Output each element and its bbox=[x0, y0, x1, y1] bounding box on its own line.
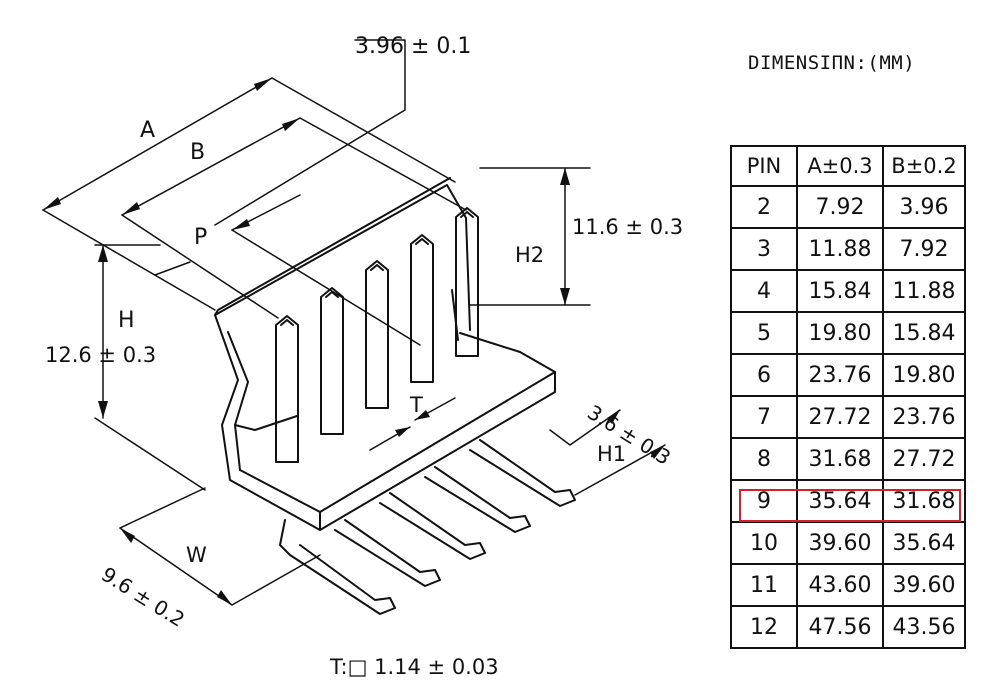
dimension-p-label: P bbox=[194, 225, 208, 250]
dimension-lines bbox=[42, 39, 666, 606]
pin-size-note: T:□ 1.14 ± 0.03 bbox=[330, 655, 499, 679]
dimension-h1-label: H1 bbox=[597, 442, 627, 466]
dimension-b-label: B bbox=[190, 140, 206, 165]
a-cell: 7.92 bbox=[796, 185, 884, 229]
pin-cell: 6 bbox=[730, 353, 798, 397]
b-cell: 39.60 bbox=[882, 563, 966, 607]
b-cell: 27.72 bbox=[882, 437, 966, 481]
a-cell: 11.88 bbox=[796, 227, 884, 271]
pin-cell: 2 bbox=[730, 185, 798, 229]
dimension-h-value: 12.6 ± 0.3 bbox=[45, 343, 157, 367]
b-cell: 11.88 bbox=[882, 269, 966, 313]
b-cell: 19.80 bbox=[882, 353, 966, 397]
horizontal-pins bbox=[279, 439, 576, 615]
pin-cell: 3 bbox=[730, 227, 798, 271]
a-cell: 39.60 bbox=[796, 521, 884, 565]
pin-cell: 11 bbox=[730, 563, 798, 607]
pin-cell: 9 bbox=[730, 479, 798, 523]
table-title: DIMENSIΠN:(MM) bbox=[748, 52, 916, 74]
column-header-b: B±0.2 bbox=[882, 145, 966, 187]
connector-housing bbox=[214, 177, 556, 531]
a-cell: 15.84 bbox=[796, 269, 884, 313]
pin-cell: 4 bbox=[730, 269, 798, 313]
b-cell: 3.96 bbox=[882, 185, 966, 229]
a-cell: 43.60 bbox=[796, 563, 884, 607]
dimension-t-label: T bbox=[410, 393, 423, 417]
pitch-dimension-label: 3.96 ± 0.1 bbox=[355, 34, 472, 59]
dimension-h2-label: H2 bbox=[515, 243, 545, 267]
b-cell: 31.68 bbox=[882, 479, 966, 523]
a-cell: 19.80 bbox=[796, 311, 884, 355]
dimension-h2-value: 11.6 ± 0.3 bbox=[572, 215, 684, 239]
b-cell: 35.64 bbox=[882, 521, 966, 565]
pin-cell: 10 bbox=[730, 521, 798, 565]
pin-cell: 8 bbox=[730, 437, 798, 481]
table-header-row: PIN A±0.3 B±0.2 bbox=[730, 145, 966, 187]
pin-cell: 7 bbox=[730, 395, 798, 439]
column-header-a: A±0.3 bbox=[796, 145, 884, 187]
vertical-pins bbox=[275, 207, 479, 463]
a-cell: 47.56 bbox=[796, 605, 884, 649]
a-cell: 31.68 bbox=[796, 437, 884, 481]
a-cell: 35.64 bbox=[796, 479, 884, 523]
a-cell: 27.72 bbox=[796, 395, 884, 439]
dimension-w-label: W bbox=[186, 543, 207, 567]
pin-cell: 5 bbox=[730, 311, 798, 355]
dimension-arrowheads bbox=[43, 78, 665, 605]
b-cell: 23.76 bbox=[882, 395, 966, 439]
column-header-pin: PIN bbox=[730, 145, 798, 187]
a-cell: 23.76 bbox=[796, 353, 884, 397]
b-cell: 7.92 bbox=[882, 227, 966, 271]
dimension-h-label: H bbox=[118, 308, 135, 333]
b-cell: 43.56 bbox=[882, 605, 966, 649]
b-cell: 15.84 bbox=[882, 311, 966, 355]
dimension-a-label: A bbox=[140, 118, 156, 143]
pin-cell: 12 bbox=[730, 605, 798, 649]
